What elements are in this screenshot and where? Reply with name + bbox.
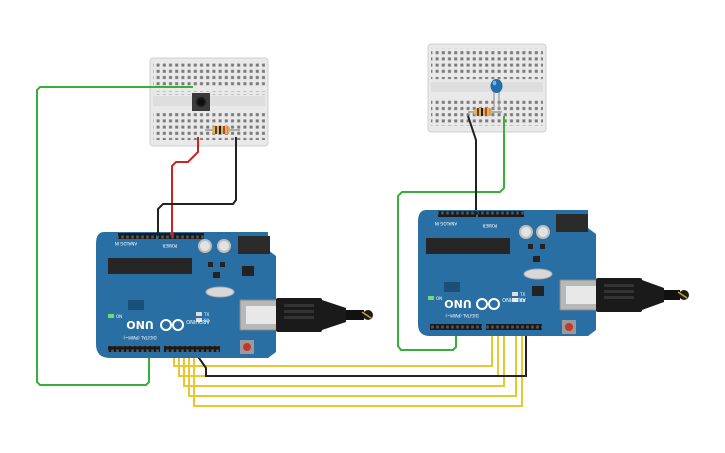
label-on: ON xyxy=(116,314,122,319)
resistor-left[interactable] xyxy=(205,126,240,134)
board-brand: UNO xyxy=(126,318,154,331)
arduino-board-right[interactable]: UNO ARDUINO ANALOG IN POWER DIGITAL (PWM… xyxy=(418,210,603,336)
resistor-right[interactable] xyxy=(468,108,502,116)
label-rx: RX xyxy=(520,298,526,303)
wire-green-right[interactable] xyxy=(397,116,505,351)
wire-terminals xyxy=(156,211,478,236)
arduino-logo-icon xyxy=(160,319,184,331)
board-maker: ARDUINO xyxy=(186,318,210,324)
board-maker: ARDUINO xyxy=(502,296,526,302)
label-analog: ANALOG IN xyxy=(115,241,137,246)
wire-red-left[interactable] xyxy=(171,137,199,232)
label-power: POWER xyxy=(482,223,497,228)
label-analog: ANALOG IN xyxy=(435,221,457,226)
board-brand: UNO xyxy=(444,297,472,310)
usb-cable-right[interactable] xyxy=(596,278,689,312)
usb-cable-left[interactable] xyxy=(276,298,373,332)
label-digital: DIGITAL (PWM~) xyxy=(123,335,157,340)
label-on: ON xyxy=(436,296,442,301)
wire-black-right[interactable] xyxy=(467,115,477,214)
wire-green-left[interactable] xyxy=(36,86,193,386)
label-tx: TX xyxy=(203,312,209,317)
arduino-board-left[interactable]: UNO ARDUINO ANALOG IN POWER DIGITAL (PWM… xyxy=(96,232,283,358)
breadboard-right[interactable] xyxy=(427,43,547,133)
label-power: POWER xyxy=(162,243,177,248)
pushbutton[interactable] xyxy=(192,93,210,111)
led[interactable] xyxy=(490,79,503,110)
label-tx: TX xyxy=(519,292,525,297)
label-rx: RX xyxy=(204,318,210,323)
arduino-logo-icon xyxy=(476,298,500,310)
label-digital: DIGITAL (PWM~) xyxy=(445,313,479,318)
wire-black-left[interactable] xyxy=(157,137,237,232)
